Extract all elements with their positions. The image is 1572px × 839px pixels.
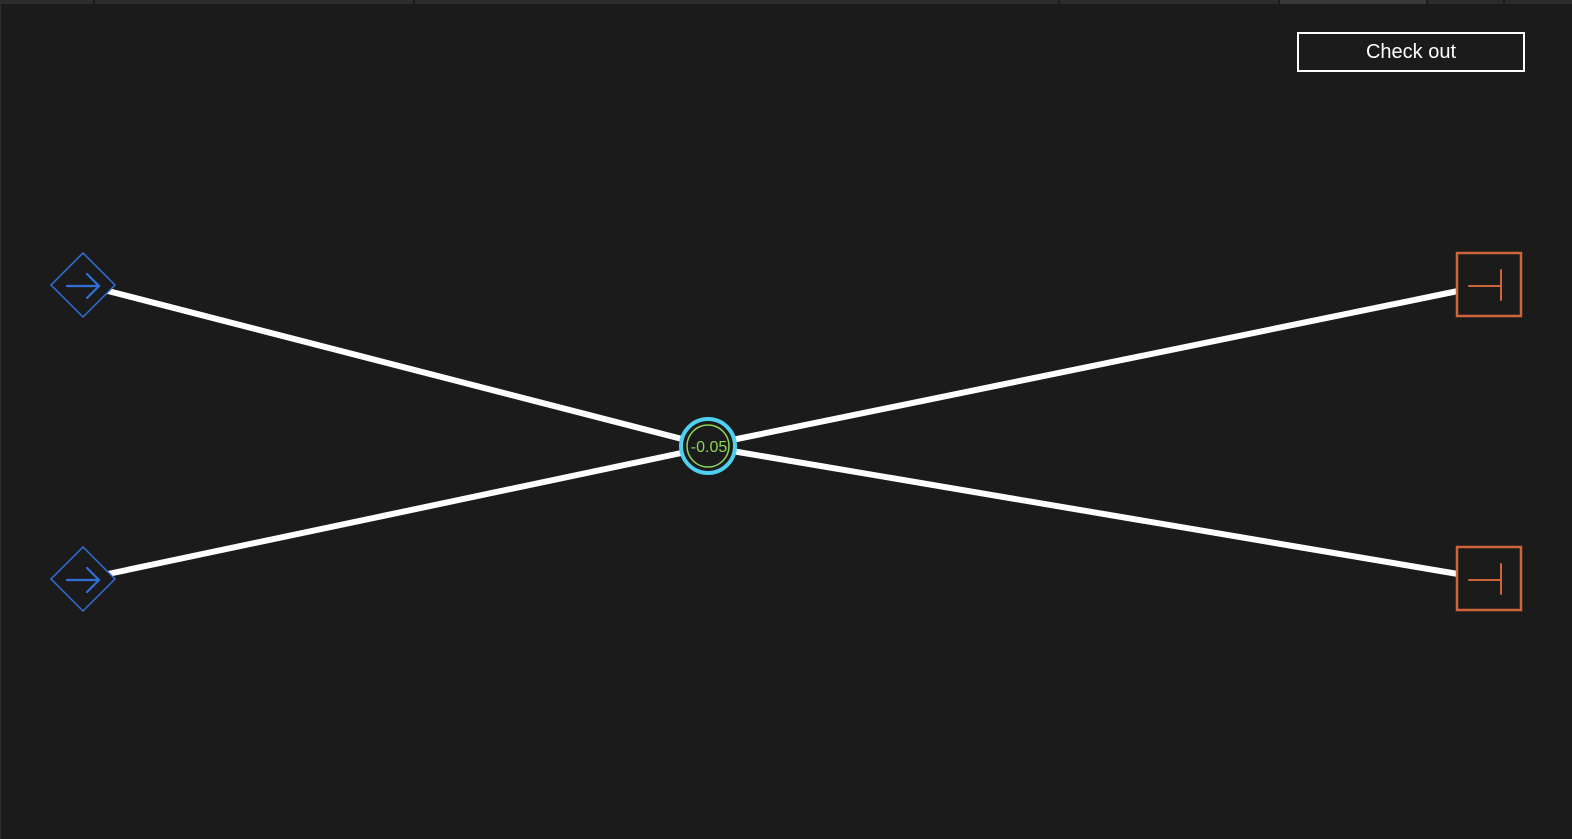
wire-input-bottom-to-hub xyxy=(105,449,689,577)
hub-value-label: -0.05 xyxy=(691,439,728,456)
checkout-button[interactable]: Check out xyxy=(1297,32,1525,72)
wire-hub-to-output-bottom xyxy=(729,448,1461,577)
wire-hub-to-output-top xyxy=(729,288,1461,443)
output-node-bottom[interactable] xyxy=(1455,545,1523,612)
left-border xyxy=(0,4,1,839)
output-node-top[interactable] xyxy=(1455,251,1523,318)
top-tab-strip xyxy=(0,0,1572,4)
tab-active[interactable] xyxy=(1280,0,1426,4)
hub-node[interactable]: -0.05 xyxy=(679,417,737,475)
terminal-bar-icon xyxy=(1468,269,1502,301)
input-node-top[interactable] xyxy=(49,251,117,319)
wire-input-top-to-hub xyxy=(105,288,689,443)
arrow-right-icon xyxy=(65,566,101,594)
terminal-bar-icon xyxy=(1468,563,1502,595)
arrow-right-icon xyxy=(65,272,101,300)
input-node-bottom[interactable] xyxy=(49,545,117,613)
